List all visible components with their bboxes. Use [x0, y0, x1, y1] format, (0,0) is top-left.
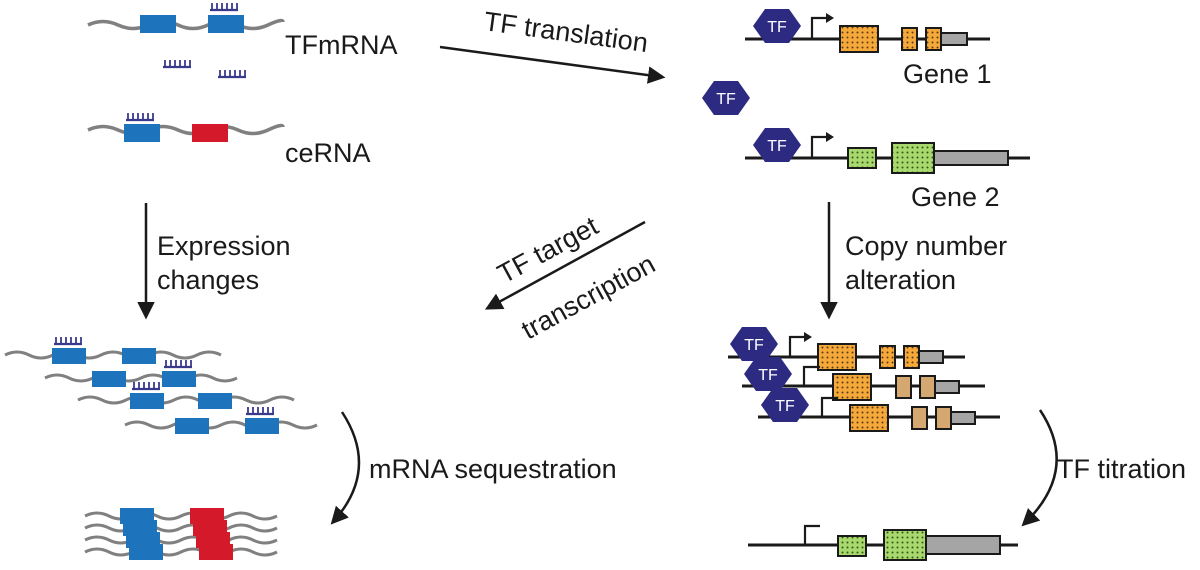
- gene1-label: Gene 1: [903, 59, 992, 89]
- gene2: [745, 128, 1030, 174]
- gene2-label: Gene 2: [911, 182, 1000, 212]
- tf-label: TF: [758, 367, 778, 384]
- mirna-icon: [162, 358, 194, 369]
- free-tf: TF: [702, 81, 750, 115]
- mrna-sequestration-arrow: [330, 411, 361, 525]
- expression-label-line2: changes: [157, 265, 259, 295]
- increased-transcripts: [4, 335, 318, 434]
- tf-label: TF: [744, 337, 764, 354]
- mrna-sequestration-label: mRNA sequestration: [369, 454, 617, 484]
- promoter-arrow-icon: [803, 524, 820, 545]
- tf-titration-label: TF titration: [1057, 454, 1186, 484]
- promoter-arrow-icon: [810, 16, 828, 39]
- tf-label: TF: [716, 91, 736, 108]
- mirna-icon: [130, 380, 162, 391]
- mirna-icon: [244, 405, 276, 416]
- amplified-genes: [728, 327, 1000, 432]
- mirna-icon: [216, 68, 248, 79]
- tf-target-label-line1: TF target: [493, 210, 604, 289]
- tf-label: TF: [767, 19, 787, 36]
- mirna-icon: [52, 335, 84, 346]
- mirna-icon: [161, 58, 193, 69]
- tf-translation-label: TF translation: [482, 6, 650, 58]
- promoter-arrow-icon: [788, 335, 806, 357]
- promoter-arrow-icon: [810, 135, 828, 158]
- tf-titration-arrow: [1021, 409, 1058, 527]
- tf-target-transcription-arrow: [484, 220, 646, 310]
- copy-number-label-line1: Copy number: [845, 231, 1007, 261]
- sequestered-transcripts: [84, 508, 278, 560]
- tf-label: TF: [767, 138, 787, 155]
- tfmrna-transcript: [87, 1, 285, 33]
- cerna-transcript: [87, 111, 285, 142]
- tf-translation-arrow: [439, 45, 666, 84]
- expression-label-line1: Expression: [157, 231, 291, 261]
- tf-label: TF: [775, 398, 795, 415]
- promoter-arrow-icon: [820, 396, 838, 417]
- mirna-icon: [208, 1, 240, 12]
- cerna-label: ceRNA: [285, 138, 371, 168]
- copy-number-label-line2: alteration: [845, 265, 956, 295]
- gene1: [745, 9, 990, 53]
- promoter-arrow-icon: [802, 365, 820, 386]
- tfmrna-label: TFmRNA: [285, 30, 397, 60]
- mirna-icon: [124, 111, 156, 122]
- unbound-gene2: [748, 524, 1018, 561]
